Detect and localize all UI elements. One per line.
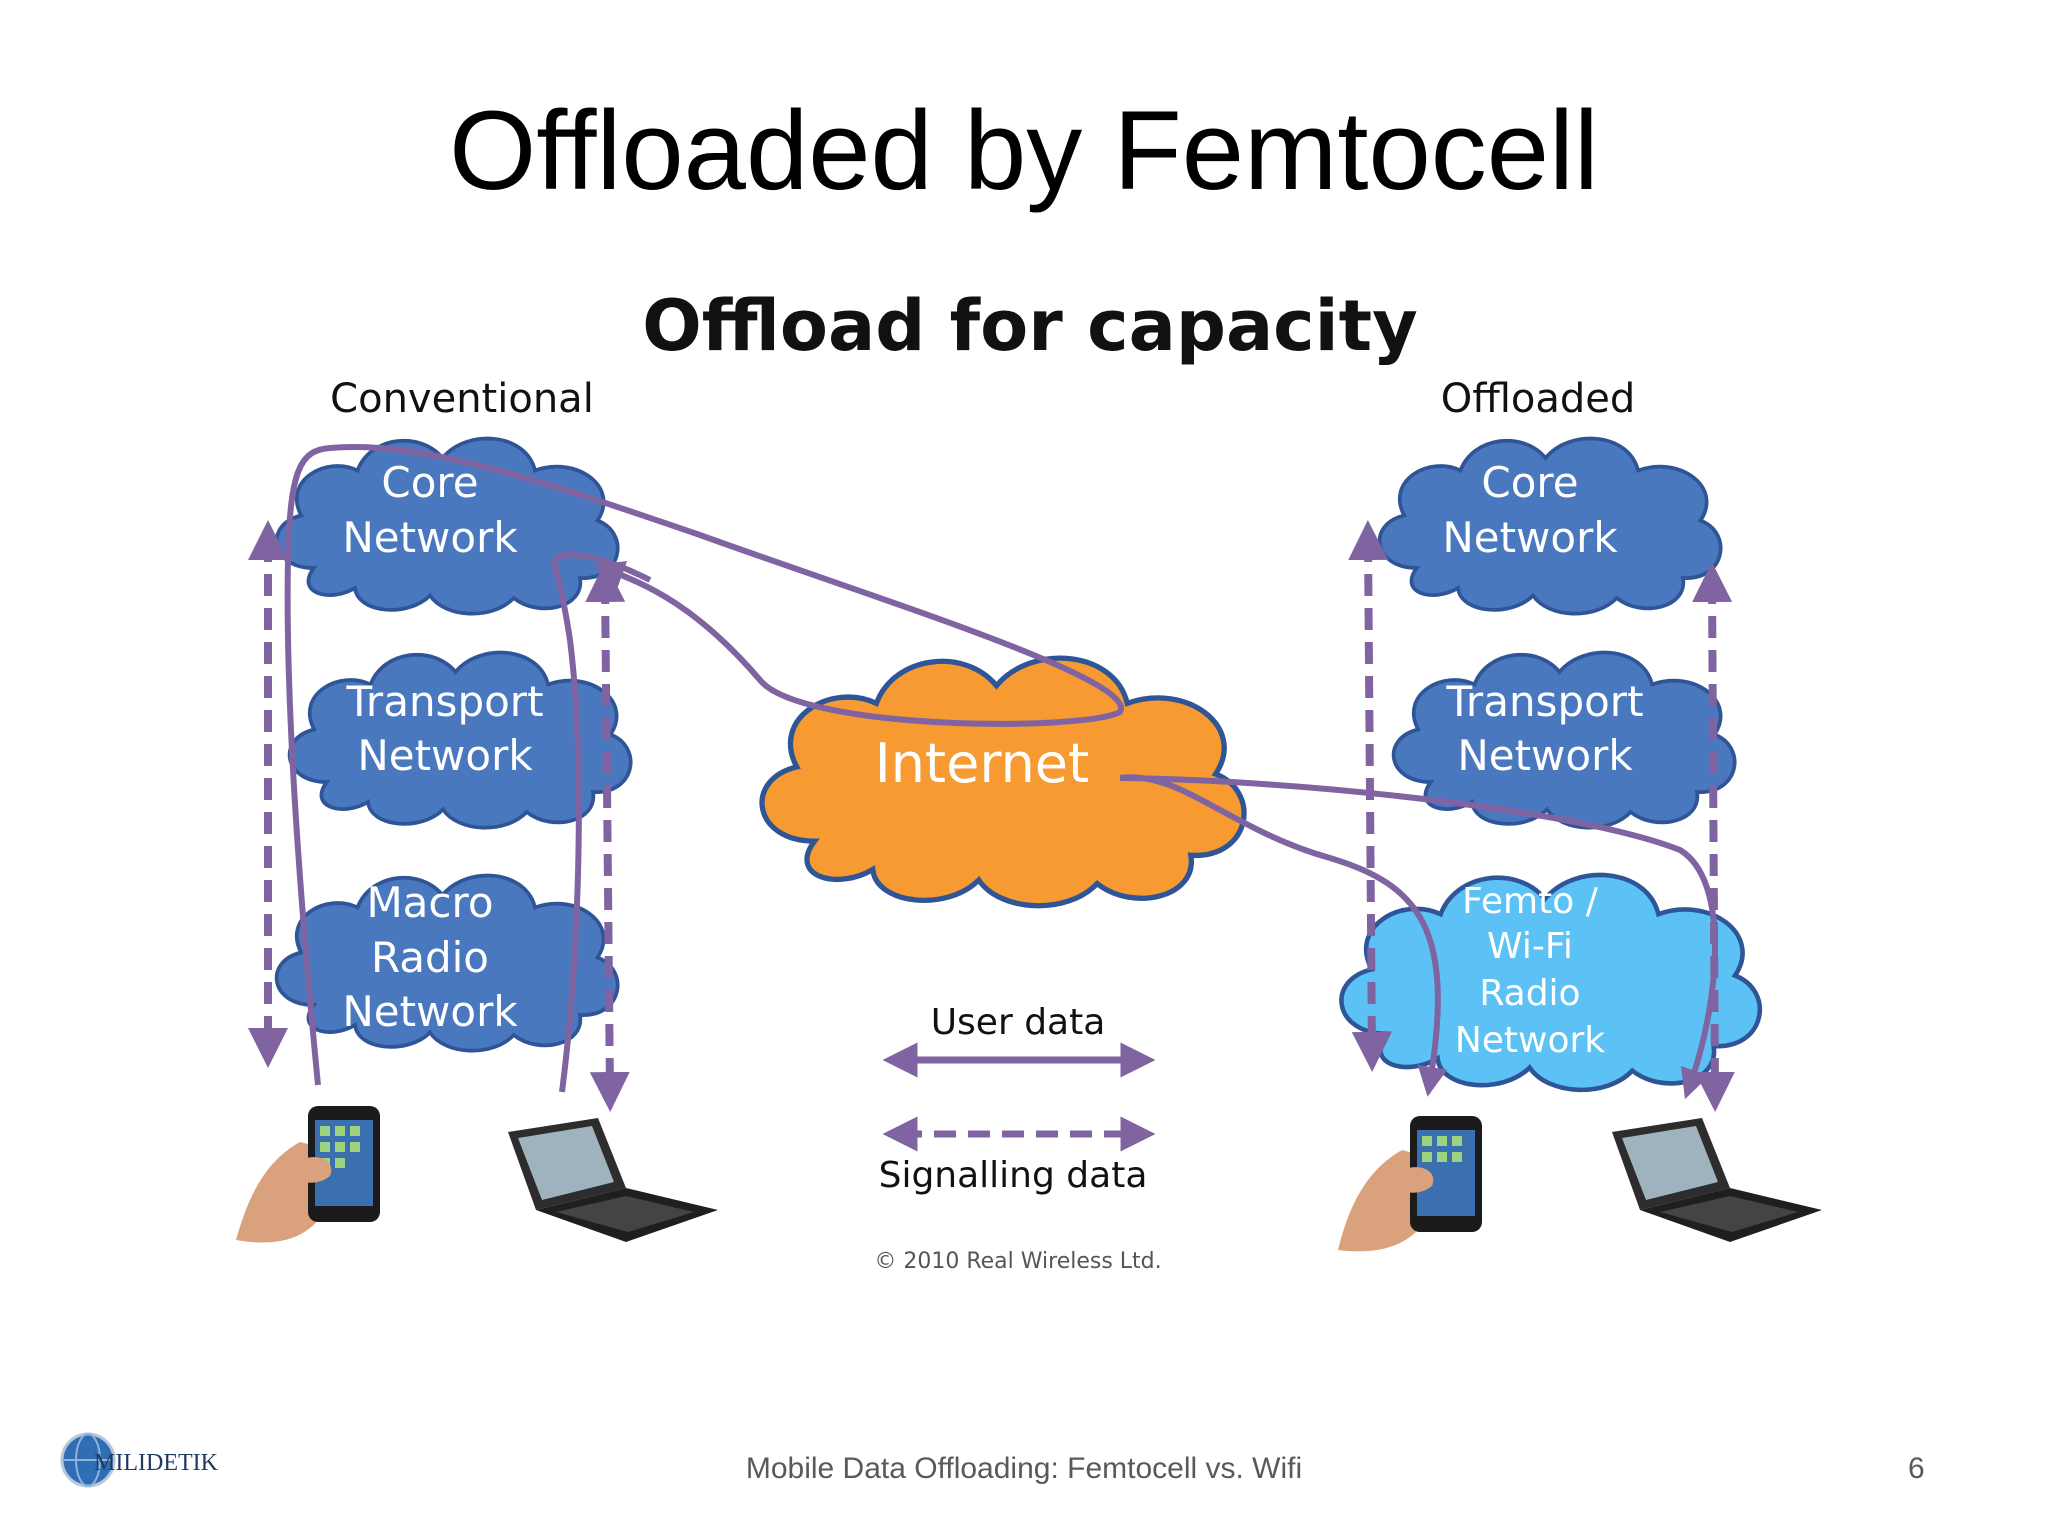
left-core-line2: Network: [342, 513, 518, 562]
left-core-cloud: Core Network: [277, 439, 618, 614]
legend-user-data-label: User data: [931, 1002, 1106, 1043]
left-transport-line1: Transport: [345, 677, 543, 726]
right-femto-line2: Wi-Fi: [1487, 926, 1573, 967]
right-phone-in-hand-icon: [1338, 1116, 1482, 1252]
right-femto-cloud: Femto / Wi-Fi Radio Network: [1341, 875, 1759, 1090]
left-laptop-icon: [508, 1118, 718, 1242]
right-core-cloud: Core Network: [1380, 439, 1721, 614]
left-user-data-paths: [284, 444, 1124, 1093]
right-femto-line4: Network: [1455, 1020, 1605, 1061]
right-femto-line3: Radio: [1479, 973, 1580, 1014]
left-transport-cloud: Transport Network: [290, 653, 631, 828]
internet-cloud: Internet: [762, 658, 1244, 906]
milidetik-logo: MILIDETIK: [58, 1428, 218, 1492]
globe-icon: [60, 1432, 116, 1488]
right-transport-cloud: Transport Network: [1394, 653, 1735, 828]
conventional-label: Conventional: [330, 376, 594, 422]
internet-label: Internet: [875, 732, 1089, 795]
left-phone-in-hand-icon: [236, 1106, 380, 1243]
left-transport-line2: Network: [357, 731, 533, 780]
right-laptop-icon: [1612, 1118, 1822, 1242]
slide-title: Offloaded by Femtocell: [449, 88, 1599, 213]
copyright-text: © 2010 Real Wireless Ltd.: [874, 1249, 1161, 1274]
left-macro-cloud: Macro Radio Network: [277, 876, 618, 1051]
legend: User data Signalling data: [879, 1002, 1156, 1196]
left-macro-line1: Macro: [366, 878, 493, 927]
left-macro-line2: Radio: [371, 933, 489, 982]
legend-signalling-label: Signalling data: [879, 1155, 1148, 1196]
right-transport-line2: Network: [1457, 731, 1633, 780]
slide-footer: Mobile Data Offloading: Femtocell vs. Wi…: [745, 1452, 1303, 1485]
right-core-line1: Core: [1481, 458, 1578, 507]
right-femto-line1: Femto /: [1462, 881, 1599, 922]
left-macro-line3: Network: [342, 987, 518, 1036]
offloaded-label: Offloaded: [1441, 376, 1636, 422]
page-number: 6: [1908, 1452, 1925, 1485]
left-core-line1: Core: [381, 458, 478, 507]
right-user-data-paths: [1119, 774, 1718, 1100]
right-transport-line1: Transport: [1445, 677, 1643, 726]
left-signalling-arrows: [248, 520, 630, 1112]
diagram-heading: Offload for capacity: [642, 285, 1418, 367]
logo-text: MILIDETIK: [94, 1450, 218, 1476]
right-core-line2: Network: [1442, 513, 1618, 562]
